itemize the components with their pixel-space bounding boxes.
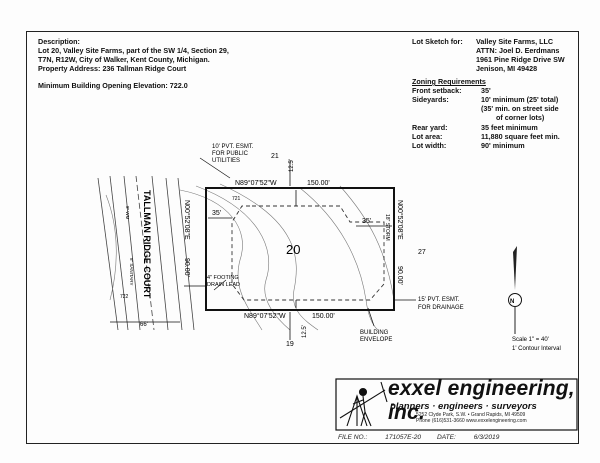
contour-label: 722 [120,294,129,300]
scale-line2: 1' Contour Interval [512,346,561,352]
easement-top-label: 10' PVT. ESMT. [212,144,254,150]
envelope-label: BUILDING [360,330,389,336]
company-tagline: planners · engineers · surveyors [390,401,537,412]
adjacent-lot-21: 21 [271,153,279,160]
zoning-value: 35' [481,86,491,95]
lot-sketch-line: Valley Site Farms, LLC [476,37,554,46]
easement-right-label: 15' PVT. ESMT. [418,297,460,303]
zoning-value: 90' minimum [481,141,525,150]
building-envelope [231,205,385,301]
setback-arrows [184,160,416,340]
footing-note: 4" FOOTING [207,275,239,281]
contour-label: 721 [232,196,241,202]
zoning-label: Lot width: [412,141,447,150]
file-date: 6/3/2019 [473,434,500,441]
easement-right-label: FOR DRAINAGE [418,305,464,311]
zoning-value: of corner lots) [496,113,545,122]
north-arrow [508,246,522,334]
right-bearing: N00°52'08"E [396,200,404,240]
lot-boundary [205,187,395,311]
left-distance: 90.00' [183,258,190,277]
easement-top-label: FOR PUBLIC [212,151,249,157]
north-label: N [510,299,514,305]
description-line2: T7N, R12W, City of Walker, Kent County, … [38,55,210,64]
file-number: 171057E-20 [385,434,422,441]
easement-top-label: UTILITIES [212,158,240,164]
street-name: TALLMAN RIDGE COURT [142,190,152,299]
row-width: 66' [140,322,148,328]
top-bearing: N89°07'52"W [235,179,277,187]
zoning-heading: Zoning Requirements [412,77,486,86]
watermain-label: 8" WM [125,206,130,220]
storm-label: 18" STORM [384,214,390,241]
company-name: exxel engineering, inc. [388,377,575,424]
property-address: Property Address: 236 Tallman Ridge Cour… [38,64,187,73]
file-info: FILE NO.: 171057E-20 DATE: 6/3/2019 [338,434,499,441]
company-logo-graphic [335,378,578,431]
bottom-distance: 150.00' [312,313,335,320]
sanitary-label: 8" SANITARY [129,258,134,285]
zoning-value: 11,880 square feet min. [481,132,560,141]
lot-sketch-line: 1961 Pine Ridge Drive SW [476,55,565,64]
adjacent-lot-27: 27 [418,249,426,256]
lot-sketch-label: Lot Sketch for: [412,37,463,46]
lot-sketch-line: Jenison, MI 49428 [476,64,538,73]
rear-setback: 35' [362,218,371,225]
zoning-value: 10' minimum (25' total) [481,95,559,104]
right-distance: 90.00' [396,266,403,285]
lot-number: 20 [286,242,300,257]
company-phone: Phone (616)531-3660 www.exxelengineering… [416,418,527,424]
adjacent-lot-19: 19 [286,341,294,348]
file-label: FILE NO.: [338,434,368,441]
company-address: 5252 Clyde Park, S.W. • Grand Rapids, MI… [416,412,526,418]
zoning-label: Sideyards: [412,95,449,104]
sheet-border [26,31,579,444]
footing-note: DRAIN LEAD [207,282,240,288]
left-bearing: N00°52'08"E [183,200,191,240]
easement-dim-top: 12.5' [289,159,295,172]
zoning-label: Rear yard: [412,123,448,132]
street-lines [97,175,195,331]
bottom-bearing: N89°07'52"W [244,312,286,320]
top-distance: 150.00' [307,180,330,187]
min-building-elevation: Minimum Building Opening Elevation: 722.… [38,81,188,90]
scale-line1: Scale 1" = 40' [512,337,549,343]
leader-lines [199,157,375,327]
description-heading: Description: [38,37,80,46]
zoning-label: Front setback: [412,86,462,95]
zoning-label: Lot area: [412,132,443,141]
front-setback: 35' [212,210,221,217]
easement-dim-bottom: 12.5' [302,325,308,338]
zoning-value: (35' min. on street side [481,104,559,113]
zoning-value: 35 feet minimum [481,123,538,132]
envelope-label: ENVELOPE [360,337,392,343]
lot-sketch-line: ATTN: Joel D. Eerdmans [476,46,560,55]
description-line1: Lot 20, Valley Site Farms, part of the S… [38,46,229,55]
date-label: DATE: [436,434,456,441]
